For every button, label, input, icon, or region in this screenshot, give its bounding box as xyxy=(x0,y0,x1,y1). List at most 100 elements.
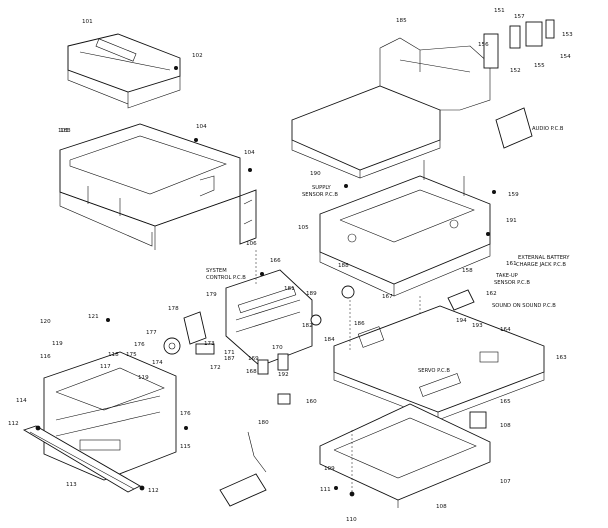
remote-unit xyxy=(219,431,267,507)
callout-171: 171 xyxy=(224,350,235,356)
callout-159: 159 xyxy=(508,192,519,198)
label-servo-pcb: SERVO P.C.B xyxy=(418,368,450,374)
front-panel xyxy=(43,351,177,481)
label-supply-sensor-2: SENSOR P.C.B xyxy=(302,192,338,198)
callout-109: 109 xyxy=(324,466,335,472)
label-audio-pcb: AUDIO P.C.B xyxy=(532,126,564,132)
callout-156: 156 xyxy=(478,42,489,48)
callout-158: 158 xyxy=(462,268,473,274)
callout-104-a: 104 xyxy=(196,124,207,130)
callout-121: 121 xyxy=(88,314,99,320)
callout-165: 165 xyxy=(500,399,511,405)
callout-118: 118 xyxy=(108,352,119,358)
label-external-battery-1: EXTERNAL BATTERY xyxy=(518,255,570,261)
top-right-parts xyxy=(483,19,555,149)
callout-157: 157 xyxy=(514,14,525,20)
callout-185: 185 xyxy=(396,18,407,24)
callout-115: 115 xyxy=(180,444,191,450)
upper-chassis xyxy=(291,37,491,179)
callout-162: 162 xyxy=(486,291,497,297)
callout-182: 182 xyxy=(302,323,313,329)
callout-174: 174 xyxy=(152,360,163,366)
callout-186: 186 xyxy=(354,321,365,327)
callout-168: 168 xyxy=(246,369,257,375)
servo-pcb xyxy=(333,305,545,421)
callout-191: 191 xyxy=(506,218,517,224)
side-bracket xyxy=(239,189,257,245)
callout-108-a: 108 xyxy=(500,423,511,429)
callout-178: 178 xyxy=(168,306,179,312)
callout-labels: 101 102 103 104 104 105 106 107 108 108 … xyxy=(8,8,573,523)
callout-183: 183 xyxy=(60,128,71,134)
callout-173: 173 xyxy=(204,341,215,347)
callout-102: 102 xyxy=(192,53,203,59)
callout-180: 180 xyxy=(258,420,269,426)
callout-117: 117 xyxy=(100,364,111,370)
label-supply-sensor-1: SUPPLY xyxy=(312,185,332,191)
callout-153: 153 xyxy=(562,32,573,38)
callout-176-b: 176 xyxy=(180,411,191,417)
callout-151: 151 xyxy=(494,8,505,14)
assembly-labels: AUDIO P.C.B SUPPLY SENSOR P.C.B SYSTEM C… xyxy=(206,126,570,374)
callout-101: 101 xyxy=(82,19,93,25)
callout-187: 187 xyxy=(224,356,235,362)
bottom-bar xyxy=(22,425,141,493)
callout-152: 152 xyxy=(510,68,521,74)
callout-170: 170 xyxy=(272,345,283,351)
callout-106: 106 xyxy=(246,241,257,247)
system-control-pcb xyxy=(225,269,313,367)
label-system-control-2: CONTROL P.C.B xyxy=(206,275,246,281)
callout-119-a: 119 xyxy=(52,341,63,347)
callout-120: 120 xyxy=(40,319,51,325)
screws xyxy=(35,66,496,497)
callout-184: 184 xyxy=(324,337,335,343)
callout-169: 169 xyxy=(248,356,259,362)
top-cover xyxy=(67,33,181,109)
callout-167: 167 xyxy=(382,294,393,300)
callout-192: 192 xyxy=(278,372,289,378)
bottom-chassis xyxy=(319,403,491,508)
label-external-battery-2: CHARGE JACK P.C.B xyxy=(516,262,566,268)
callout-175: 175 xyxy=(126,352,137,358)
callout-161: 161 xyxy=(506,261,517,267)
sensor-parts xyxy=(310,285,475,326)
callout-164: 164 xyxy=(500,327,511,333)
callout-111: 111 xyxy=(320,487,331,493)
callout-166: 166 xyxy=(270,258,281,264)
callout-163: 163 xyxy=(556,355,567,361)
callout-155: 155 xyxy=(534,63,545,69)
callout-105: 105 xyxy=(298,225,309,231)
callout-154: 154 xyxy=(560,54,571,60)
label-sound-on-sound: SOUND ON SOUND P.C.B xyxy=(492,303,556,309)
callout-194: 194 xyxy=(456,318,467,324)
center-small-parts xyxy=(257,353,291,405)
callout-112-b: 112 xyxy=(148,488,159,494)
callout-190: 190 xyxy=(310,171,321,177)
callout-176-a: 176 xyxy=(134,342,145,348)
callout-160: 160 xyxy=(306,399,317,405)
callout-172: 172 xyxy=(210,365,221,371)
callout-177: 177 xyxy=(146,330,157,336)
label-system-control-1: SYSTEM xyxy=(206,268,227,274)
callout-113: 113 xyxy=(66,482,77,488)
callout-103: 103 xyxy=(58,128,69,134)
callout-188: 188 xyxy=(338,263,349,269)
front-mechanism xyxy=(163,311,215,355)
callout-193: 193 xyxy=(472,323,483,329)
callout-189: 189 xyxy=(306,291,317,297)
label-takeup-sensor-2: SENSOR P.C.B xyxy=(494,280,530,286)
callout-107: 107 xyxy=(500,479,511,485)
callout-116: 116 xyxy=(40,354,51,360)
mechanism-frame xyxy=(319,160,491,297)
assembly-guides xyxy=(255,250,421,492)
callout-119-b: 119 xyxy=(138,375,149,381)
callout-108-b: 108 xyxy=(436,504,447,510)
callout-110: 110 xyxy=(346,517,357,523)
callout-112-a: 112 xyxy=(8,421,19,427)
callout-104-b: 104 xyxy=(244,150,255,156)
label-takeup-sensor-1: TAKE-UP xyxy=(495,273,518,279)
callout-114: 114 xyxy=(16,398,27,404)
callout-179: 179 xyxy=(206,292,217,298)
main-housing xyxy=(59,123,241,250)
